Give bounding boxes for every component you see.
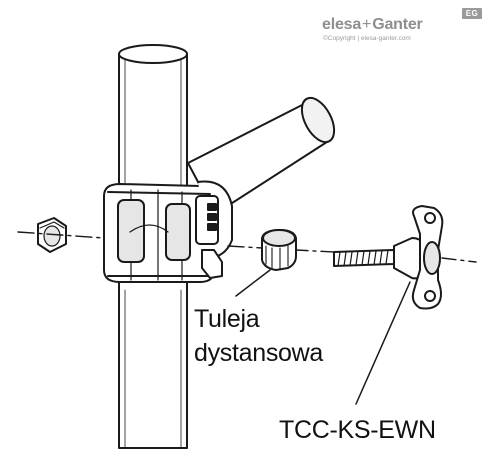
brand-plus: + <box>362 16 372 33</box>
assembly-axis-line <box>17 231 477 263</box>
copyright-text: ©Copyright | elesa-ganter.com <box>323 35 411 42</box>
spacer-label-line2: dystansowa <box>194 339 324 367</box>
eg-badge: EG <box>462 8 482 19</box>
product-leader-line <box>355 281 411 405</box>
side-tube <box>187 96 336 215</box>
brand-part-elesa: elesa <box>322 16 362 33</box>
brand-name: elesa+Ganter <box>322 16 423 34</box>
spacer-label-line1: Tuleja <box>194 305 260 333</box>
spacer-sleeve <box>261 229 297 271</box>
clamp-body <box>103 180 233 283</box>
elesa-ganter-logo: elesa+Ganter ©Copyright | elesa-ganter.c… <box>322 8 482 48</box>
threaded-bolt <box>333 249 395 267</box>
spacer-leader-line <box>235 269 271 297</box>
product-code-label: TCC-KS-EWN <box>279 416 436 444</box>
brand-part-ganter: Ganter <box>372 16 423 33</box>
hex-nut <box>37 217 67 253</box>
wing-knob <box>393 205 444 310</box>
